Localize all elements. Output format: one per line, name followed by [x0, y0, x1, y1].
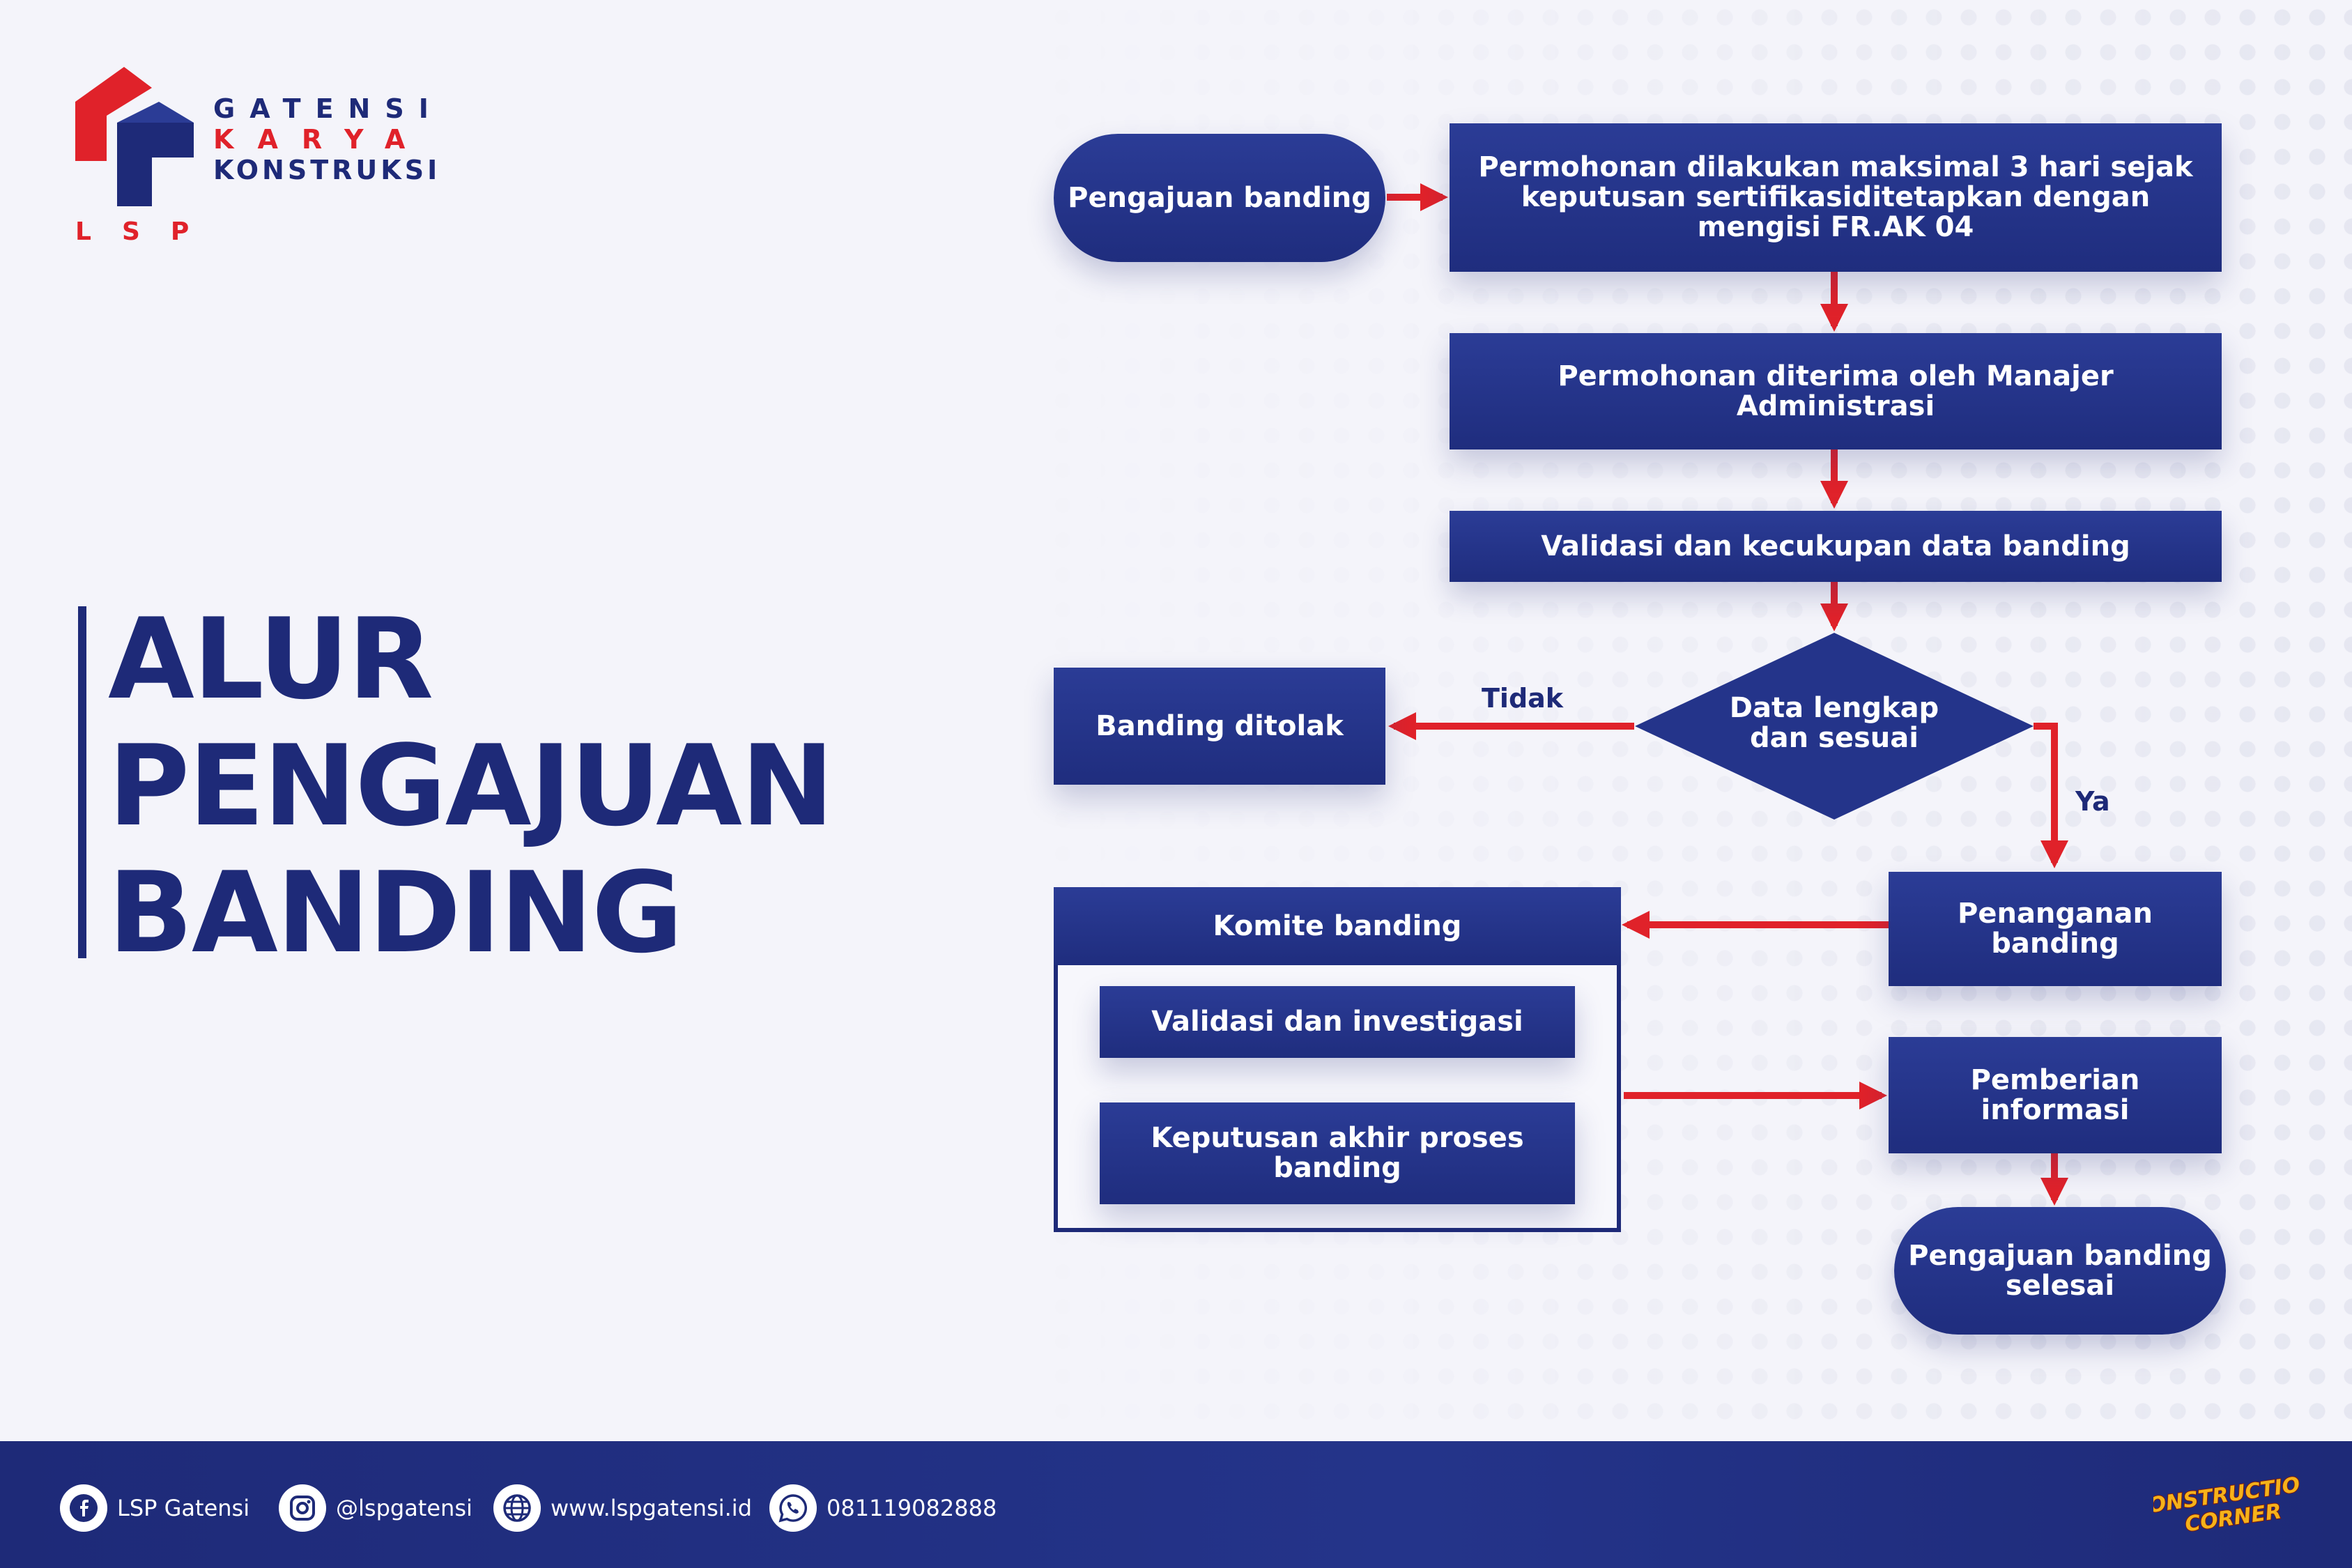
- brand-name: GATENSI KARYA KONSTRUKSI: [213, 93, 443, 185]
- brand-line-2: KARYA: [213, 124, 429, 155]
- website-label: www.lspgatensi.id: [551, 1495, 752, 1521]
- start-node: Pengajuan banding: [1054, 134, 1385, 262]
- instagram-label: @lspgatensi: [336, 1495, 472, 1521]
- whatsapp-icon: [769, 1484, 817, 1532]
- step3-node: Validasi dan kecukupan data banding: [1450, 511, 2222, 582]
- logo-mark-icon: [75, 67, 194, 206]
- step2-node: Permohonan diterima oleh Manajer Adminis…: [1450, 333, 2222, 449]
- info-node: Pemberian informasi: [1889, 1037, 2222, 1153]
- title-line-1: ALUR: [108, 594, 433, 724]
- footer-website[interactable]: www.lspgatensi.id: [493, 1484, 752, 1532]
- whatsapp-label: 081119082888: [827, 1495, 997, 1521]
- rejected-node: Banding ditolak: [1054, 668, 1385, 785]
- brand-lsp: LSP: [75, 217, 220, 246]
- instagram-icon: [279, 1484, 326, 1532]
- footer-whatsapp[interactable]: 081119082888: [769, 1484, 997, 1532]
- yes-label: Ya: [2075, 786, 2110, 817]
- construction-corner-logo: CONSTRUCTION CORNER: [2153, 1470, 2300, 1538]
- decision-text: Data lengkap dan sesuai: [1695, 693, 1974, 753]
- facebook-icon: [60, 1484, 107, 1532]
- title-line-3: BANDING: [108, 847, 683, 978]
- decision-text-line-1: Data lengkap: [1729, 692, 1939, 724]
- title-line-2: PENGAJUAN: [108, 721, 834, 851]
- decision-text-line-2: dan sesuai: [1750, 722, 1919, 754]
- footer-bar: [0, 1441, 2352, 1568]
- page-title: ALUR PENGAJUAN BANDING: [108, 594, 834, 978]
- brand-line-1: GATENSI: [213, 93, 443, 124]
- step1-node: Permohonan dilakukan maksimal 3 hari sej…: [1450, 123, 2222, 272]
- committee-title: Komite banding: [1054, 887, 1621, 965]
- globe-icon: [493, 1484, 541, 1532]
- committee-sub2-node: Keputusan akhir proses banding: [1100, 1102, 1575, 1204]
- facebook-label: LSP Gatensi: [117, 1495, 250, 1521]
- brand-line-3: KONSTRUKSI: [213, 155, 441, 185]
- footer-instagram[interactable]: @lspgatensi: [279, 1484, 472, 1532]
- footer-facebook[interactable]: LSP Gatensi: [60, 1484, 249, 1532]
- committee-sub1-node: Validasi dan investigasi: [1100, 986, 1575, 1058]
- end-node: Pengajuan banding selesai: [1894, 1207, 2226, 1335]
- handling-node: Penanganan banding: [1889, 872, 2222, 986]
- title-accent-bar: [78, 606, 86, 958]
- no-label: Tidak: [1482, 683, 1564, 714]
